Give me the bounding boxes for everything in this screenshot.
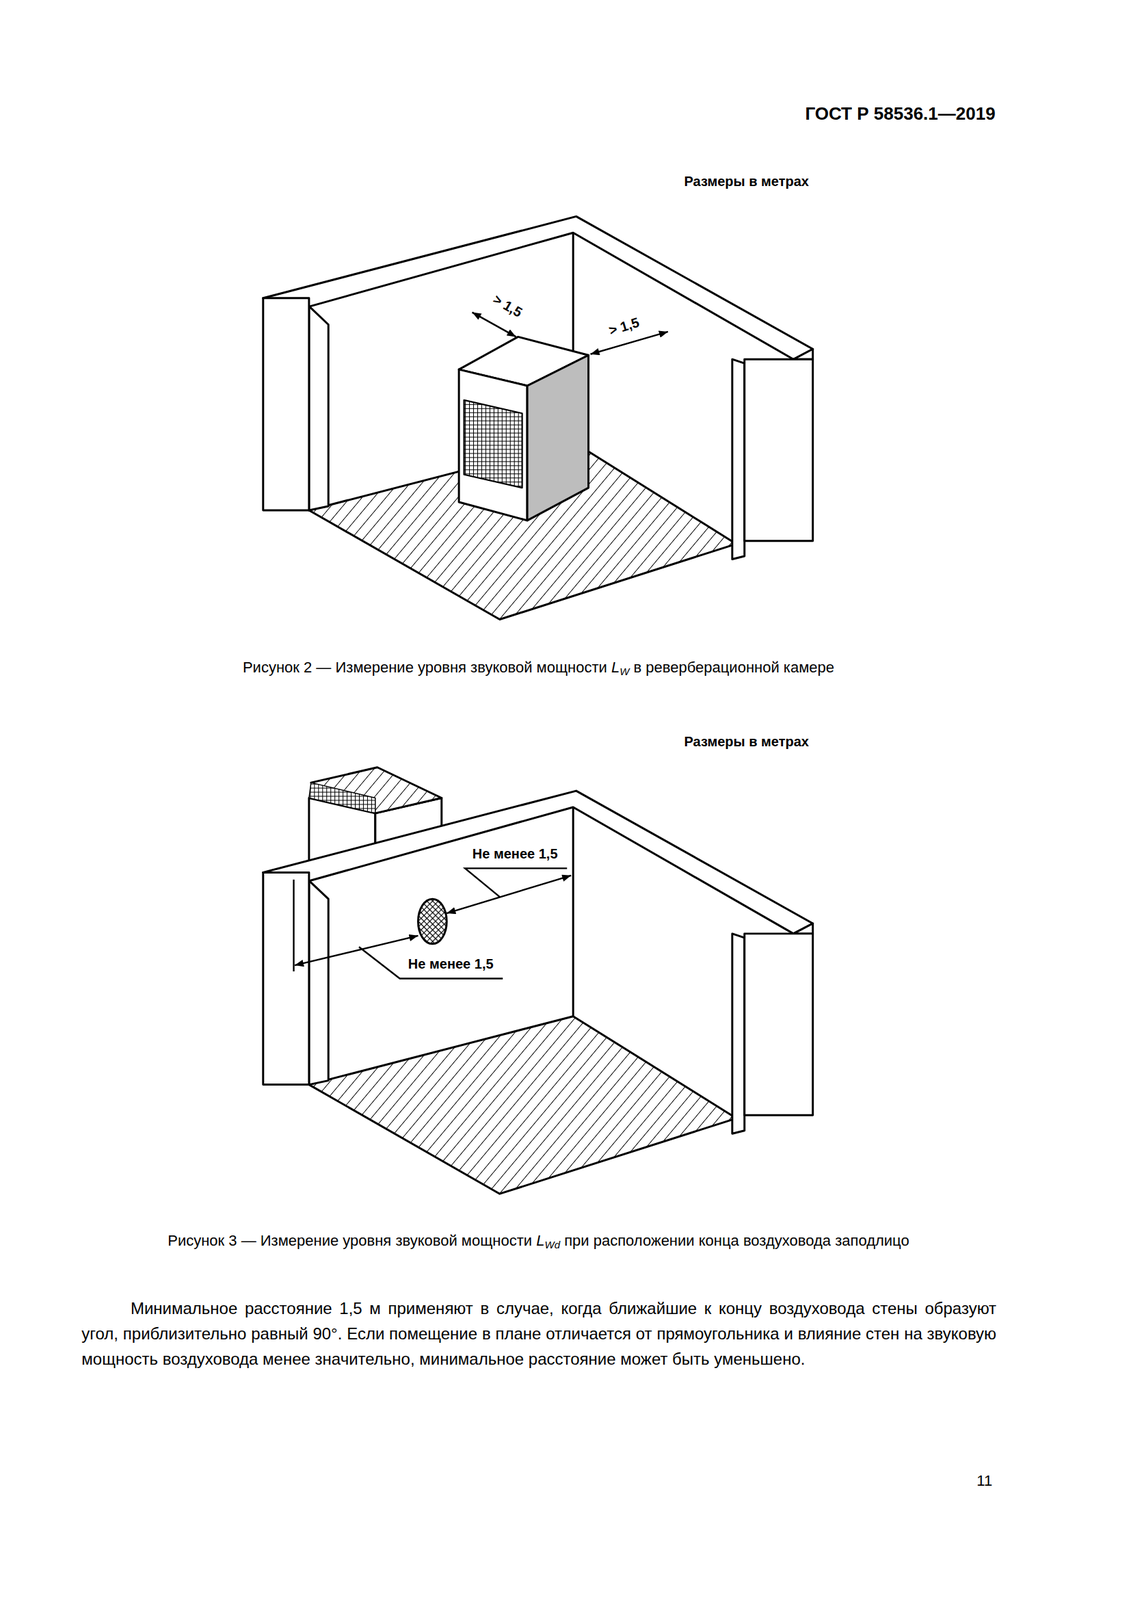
units-note: Размеры в метрах: [684, 173, 809, 190]
figure-caption: Рисунок 2 — Измерение уровня звуковой мо…: [242, 657, 835, 679]
duct-end: [417, 898, 447, 944]
caption-text: Рисунок 3 — Измерение уровня звуковой мо…: [167, 1231, 532, 1249]
dimension-label: Не менее 1,5: [470, 845, 561, 862]
test-room: [263, 790, 814, 1194]
caption-text: при расположении конца воздуховода запод…: [564, 1231, 910, 1249]
symbol: L: [536, 1231, 545, 1249]
page-number: 11: [976, 1471, 993, 1490]
caption-text: Рисунок 2 — Измерение уровня звуковой мо…: [242, 658, 608, 676]
symbol-subscript: Wd: [544, 1238, 561, 1250]
reverberation-room: [263, 216, 814, 619]
dimension-label: > 1,5: [605, 313, 644, 340]
symbol-subscript: W: [619, 665, 630, 677]
dimension-lines: [294, 867, 572, 978]
body-paragraph: Минимальное расстояние 1,5 м применяют в…: [81, 1295, 997, 1372]
dimension-label: Не менее 1,5: [406, 955, 496, 972]
document-code: ГОСТ Р 58536.1—2019: [804, 103, 995, 125]
symbol: L: [611, 658, 620, 676]
dimension-arrows: [472, 312, 669, 355]
units-note: Размеры в метрах: [684, 733, 809, 750]
dimension-label: > 1,5: [488, 289, 528, 322]
caption-text: в реверберационной камере: [633, 658, 835, 676]
sound-source-unit: [458, 336, 589, 520]
figure-caption: Рисунок 3 — Измерение уровня звуковой мо…: [167, 1230, 909, 1252]
